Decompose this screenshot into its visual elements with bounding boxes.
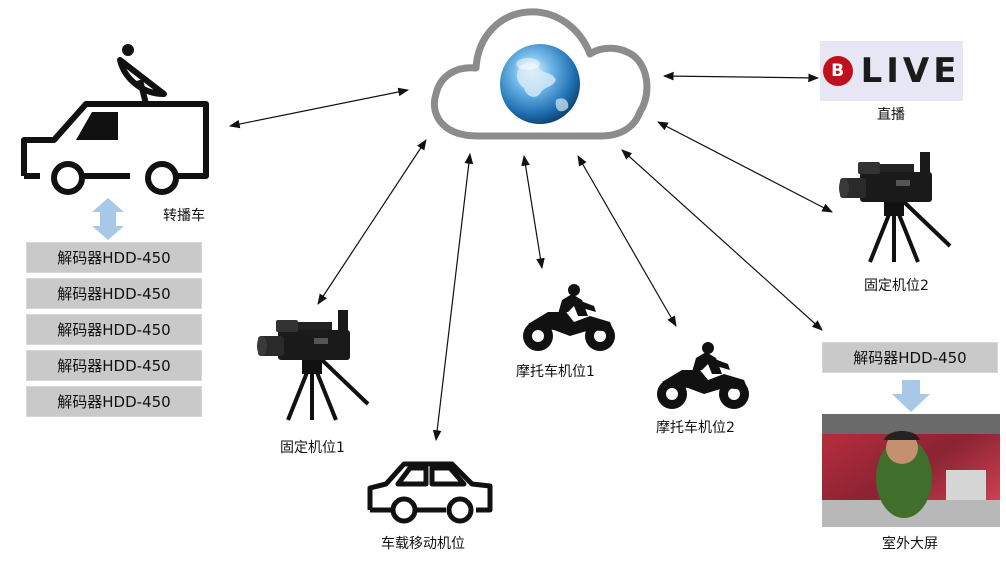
van-decoder-link-arrow	[92, 198, 124, 240]
label-moto-cam-1: 摩托车机位1	[516, 364, 595, 380]
decoder-box: 解码器HDD-450	[26, 278, 202, 309]
decoder-box-screen: 解码器HDD-450	[822, 342, 998, 373]
label-broadcast-van: 转播车	[163, 208, 205, 224]
label-fixed-cam-2: 固定机位2	[864, 278, 929, 294]
live-logo-text: LIVE	[860, 51, 961, 91]
decoder-box: 解码器HDD-450	[26, 242, 202, 273]
motorcycle-1-icon	[523, 284, 615, 351]
motorcycle-2-icon	[657, 342, 749, 409]
label-outdoor-screen: 室外大屏	[882, 536, 938, 552]
live-logo: B LIVE	[820, 41, 963, 101]
label-fixed-cam-1: 固定机位1	[280, 440, 345, 456]
decoder-box: 解码器HDD-450	[26, 386, 202, 417]
label-car-cam: 车载移动机位	[381, 536, 465, 552]
decoder-screen-link-arrow	[892, 380, 930, 412]
decoder-box: 解码器HDD-450	[26, 350, 202, 381]
label-moto-cam-2: 摩托车机位2	[656, 420, 735, 436]
live-badge-icon: B	[822, 56, 853, 86]
decoder-box: 解码器HDD-450	[26, 314, 202, 345]
fixed-camera-2-icon	[837, 150, 952, 264]
label-live: 直播	[877, 107, 905, 123]
broadcast-van-icon	[21, 44, 209, 195]
fixed-camera-1-icon	[255, 308, 370, 422]
car-icon	[367, 461, 493, 524]
large-screen-image	[822, 414, 1000, 527]
globe-icon	[500, 44, 580, 124]
connection-arrows	[228, 71, 833, 442]
